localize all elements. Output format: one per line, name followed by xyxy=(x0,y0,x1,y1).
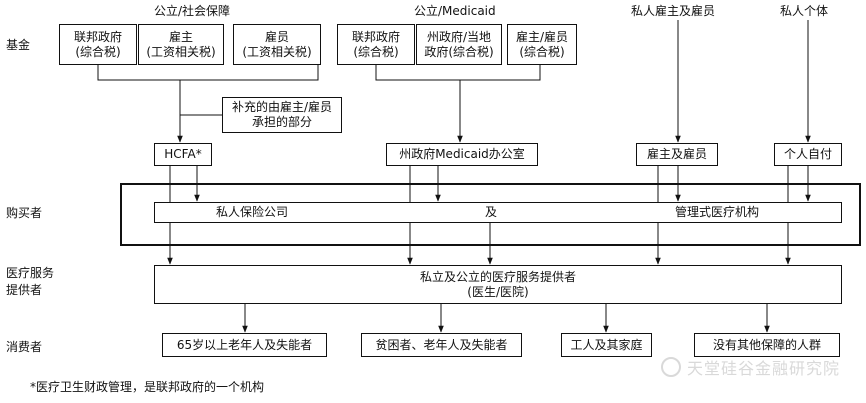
supplement-line2: 承担的部分 xyxy=(251,115,312,129)
consumer-elderly-disabled: 65岁以上老年人及失能者 xyxy=(162,333,327,357)
wechat-icon xyxy=(660,357,681,377)
fund-federal-government-1: 联邦政府 (综合税) xyxy=(59,24,137,65)
row-label-provider-line2: 提供者 xyxy=(6,283,43,297)
header-social-security: 公立/社会保障 xyxy=(154,4,231,18)
agency-employer-and-employee: 雇主及雇员 xyxy=(636,143,718,166)
agency-self-pay-label: 个人自付 xyxy=(783,147,832,161)
buyer-box: 私人保险公司 及 管理式医疗机构 xyxy=(154,202,842,223)
agency-hcfa: HCFA* xyxy=(154,143,212,166)
fund-state-local-government: 州政府/当地 政府(综合税) xyxy=(416,24,502,65)
consumer-elderly-disabled-label: 65岁以上老年人及失能者 xyxy=(176,337,313,352)
fund-employer-line2: (工资相关税) xyxy=(146,44,216,59)
agency-employer-employee-label: 雇主及雇员 xyxy=(646,147,707,161)
buyer-managed-care: 管理式医疗机构 xyxy=(675,205,760,219)
header-medicaid: 公立/Medicaid xyxy=(414,4,496,18)
fund-federal-2-line1: 联邦政府 xyxy=(351,29,400,44)
fund-employer-employee-line2: (综合税) xyxy=(519,44,565,59)
watermark: 天堂硅谷金融研究院 xyxy=(660,355,840,379)
fund-federal-2-line2: (综合税) xyxy=(353,44,399,59)
fund-federal-1-line2: (综合税) xyxy=(75,44,121,59)
header-private-individual: 私人个体 xyxy=(780,4,829,18)
provider-line1: 私立及公立的医疗服务提供者 xyxy=(419,269,576,284)
buyer-outer-frame xyxy=(120,183,861,246)
agency-hcfa-label: HCFA* xyxy=(164,147,202,161)
fund-employer: 雇主 (工资相关税) xyxy=(138,24,224,65)
consumer-workers-label: 工人及其家庭 xyxy=(570,337,643,352)
buyer-private-insurer: 私人保险公司 xyxy=(216,205,289,219)
consumer-poor-label: 贫困者、老年人及失能者 xyxy=(375,337,508,352)
provider-box: 私立及公立的医疗服务提供者 (医生/医院) xyxy=(154,265,842,304)
consumer-workers-families: 工人及其家庭 xyxy=(561,333,652,357)
buyer-and: 及 xyxy=(485,205,498,219)
fund-state-line2: 政府(综合税) xyxy=(424,44,494,59)
header-private-employer: 私人雇主及雇员 xyxy=(631,4,716,18)
footnote: *医疗卫生财政管理，是联邦政府的一个机构 xyxy=(30,380,265,394)
fund-employer-employee: 雇主/雇员 (综合税) xyxy=(507,24,577,65)
row-label-fund: 基金 xyxy=(6,38,31,52)
fund-employee: 雇员 (工资相关税) xyxy=(233,24,321,65)
provider-line2: (医生/医院) xyxy=(467,284,529,299)
agency-self-pay: 个人自付 xyxy=(774,143,842,166)
fund-employer-employee-line1: 雇主/雇员 xyxy=(515,29,569,44)
fund-federal-government-2: 联邦政府 (综合税) xyxy=(337,24,415,65)
supplement-line1: 补充的由雇主/雇员 xyxy=(231,100,333,114)
agency-medicaid-office-label: 州政府Medicaid办公室 xyxy=(399,147,525,161)
supplement-box: 补充的由雇主/雇员 承担的部分 xyxy=(222,97,342,133)
agency-state-medicaid-office: 州政府Medicaid办公室 xyxy=(386,143,538,166)
watermark-text: 天堂硅谷金融研究院 xyxy=(686,359,840,378)
row-label-buyer: 购买者 xyxy=(6,206,43,220)
consumer-uninsured-label: 没有其他保障的人群 xyxy=(712,337,821,352)
consumer-uninsured: 没有其他保障的人群 xyxy=(694,333,840,357)
fund-employee-line1: 雇员 xyxy=(264,29,289,44)
row-label-provider-line1: 医疗服务 xyxy=(6,266,55,280)
fund-employer-line1: 雇主 xyxy=(168,29,193,44)
fund-federal-1-line1: 联邦政府 xyxy=(73,29,122,44)
fund-state-line1: 州政府/当地 xyxy=(426,29,492,44)
row-label-consumer: 消费者 xyxy=(6,340,43,354)
consumer-poor-elderly-disabled: 贫困者、老年人及失能者 xyxy=(361,333,522,357)
fund-employee-line2: (工资相关税) xyxy=(242,44,312,59)
